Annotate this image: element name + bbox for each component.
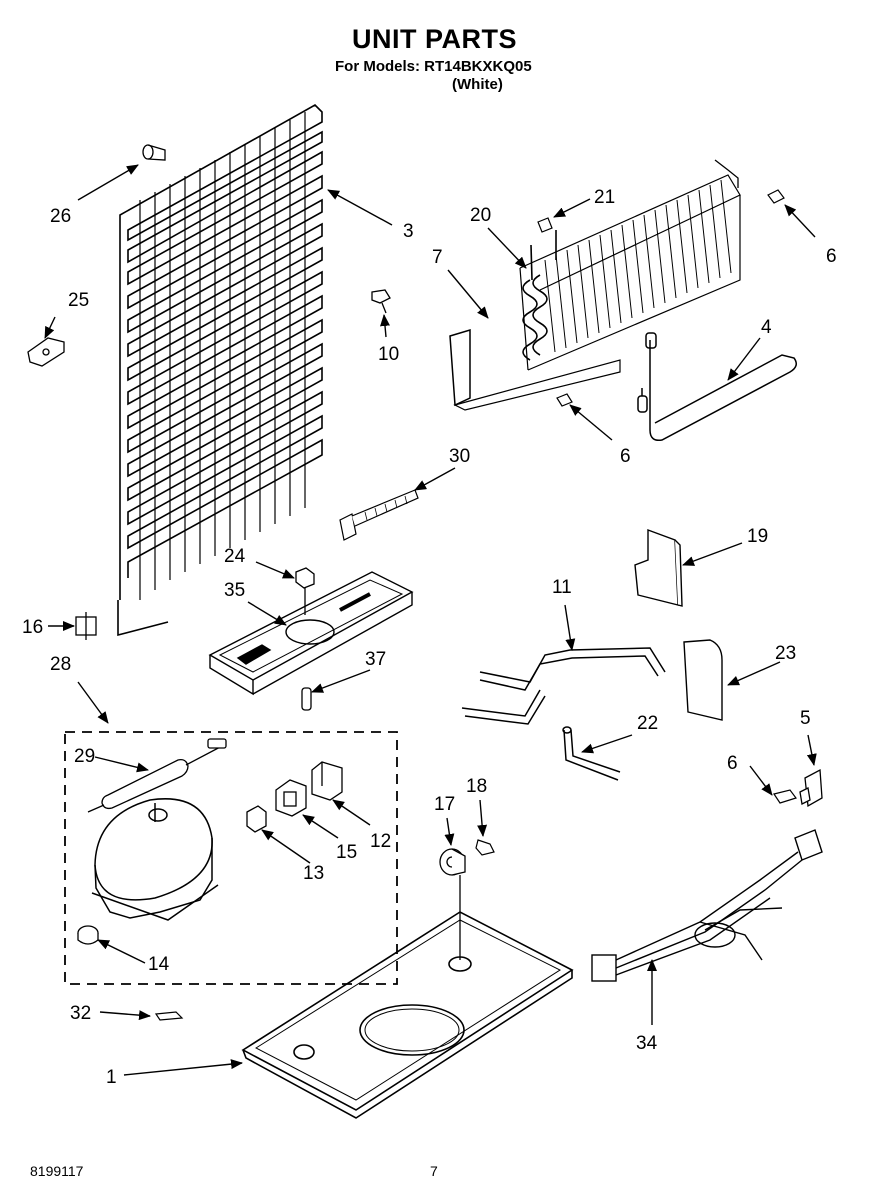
- part-25-bracket: [27, 337, 65, 367]
- callout-17: 17: [434, 794, 455, 815]
- part-10-screw: [371, 289, 391, 314]
- callout-35: 35: [224, 580, 245, 601]
- callout-3: 3: [403, 221, 414, 242]
- callout-22: 22: [637, 713, 658, 734]
- callout-6-top: 6: [826, 246, 837, 267]
- color-label: (White): [452, 76, 503, 93]
- page-title: UNIT PARTS: [352, 24, 517, 54]
- callout-24: 24: [224, 546, 246, 567]
- callout-26: 26: [50, 206, 71, 227]
- part-28-assembly-box: [64, 731, 398, 985]
- callout-1: 1: [106, 1067, 117, 1088]
- callout-32: 32: [70, 1003, 91, 1024]
- part-37-tube: [301, 687, 312, 711]
- part-30-tie: [339, 489, 419, 541]
- callout-15: 15: [336, 842, 357, 863]
- page-number: 7: [430, 1163, 438, 1179]
- part-16-clip: [75, 612, 97, 640]
- callout-29: 29: [74, 746, 95, 767]
- part-13-terminal: [246, 805, 267, 833]
- callout-19: 19: [747, 526, 768, 547]
- callout-13: 13: [303, 863, 324, 884]
- part-15-overload: [275, 779, 307, 817]
- callout-6-mid: 6: [620, 446, 631, 467]
- part-11-tube: [461, 647, 666, 725]
- callout-12: 12: [370, 831, 391, 852]
- part-5-bracket: [799, 768, 823, 808]
- callout-18: 18: [466, 776, 487, 797]
- part-35-drain-pan: [208, 571, 414, 696]
- part-19-foam: [634, 528, 683, 607]
- compressor-drawing: [91, 798, 219, 921]
- callout-21: 21: [594, 187, 615, 208]
- callout-4: 4: [761, 317, 772, 338]
- callout-arrows: [44, 164, 817, 1076]
- callout-34: 34: [636, 1033, 658, 1054]
- part-24-nut: [295, 567, 315, 615]
- part-12-relay: [311, 761, 343, 801]
- part-23-foam: [683, 639, 723, 721]
- part-1-base-pan: [241, 911, 574, 1119]
- doc-number: 8199117: [30, 1163, 84, 1179]
- callout-30: 30: [449, 446, 470, 467]
- part-21-clip: [537, 217, 553, 233]
- part-34-harness: [591, 829, 823, 982]
- callout-6-right: 6: [727, 753, 738, 774]
- part-6-screws: [556, 189, 797, 804]
- part-32-clip: [154, 1011, 184, 1021]
- models-line: For Models: RT14BKXKQ05: [335, 58, 532, 75]
- part-17-grommet: [439, 848, 466, 960]
- evaporator-drawing: [449, 159, 741, 411]
- part-22-tube: [562, 726, 621, 781]
- part-26-plug: [142, 144, 166, 161]
- part-4-heater: [637, 332, 797, 442]
- callout-7: 7: [432, 247, 443, 268]
- callout-16: 16: [22, 617, 43, 638]
- callout-37: 37: [365, 649, 386, 670]
- part-29-drier: [87, 738, 227, 813]
- part-18-screw: [475, 839, 495, 856]
- callout-10: 10: [378, 344, 399, 365]
- callout-5: 5: [800, 708, 811, 729]
- part-14-grommet: [77, 925, 99, 945]
- callout-11: 11: [552, 577, 572, 598]
- callout-20: 20: [470, 205, 491, 226]
- callout-28: 28: [50, 654, 71, 675]
- callout-25: 25: [68, 290, 89, 311]
- callout-14: 14: [148, 954, 170, 975]
- condenser-coil-drawing: [117, 104, 323, 637]
- callout-23: 23: [775, 643, 796, 664]
- callout-labels: 26 3 10 25 16 21 20 7 6 6 4 30 19 24 35 …: [22, 187, 837, 1088]
